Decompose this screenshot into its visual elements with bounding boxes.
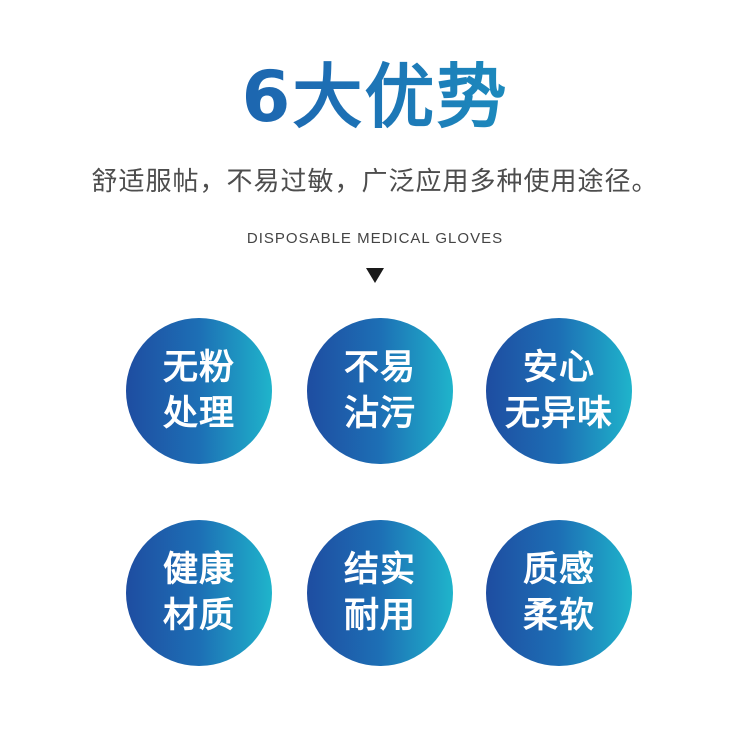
feature-circle-durable: 结实 耐用 bbox=[307, 520, 453, 666]
feature-line2: 柔软 bbox=[522, 596, 595, 636]
page-subtitle: 舒适服帖，不易过敏，广泛应用多种使用途径。 bbox=[91, 167, 659, 197]
english-label: DISPOSABLE MEDICAL GLOVES bbox=[246, 230, 504, 247]
feature-line2: 无异味 bbox=[504, 394, 613, 434]
down-triangle-icon bbox=[366, 268, 384, 283]
feature-circle-stain-resistant: 不易 沾污 bbox=[307, 318, 453, 464]
feature-line2: 材质 bbox=[162, 596, 235, 636]
feature-line1: 不易 bbox=[343, 348, 416, 388]
feature-line2: 处理 bbox=[162, 394, 235, 434]
feature-line1: 健康 bbox=[162, 550, 235, 590]
feature-line1: 无粉 bbox=[162, 348, 235, 388]
feature-circle-healthy-material: 健康 材质 bbox=[126, 520, 272, 666]
feature-line2: 沾污 bbox=[343, 394, 416, 434]
page-title: 6大优势 bbox=[0, 52, 750, 142]
feature-circle-powder-free: 无粉 处理 bbox=[126, 318, 272, 464]
feature-circle-soft-texture: 质感 柔软 bbox=[486, 520, 632, 666]
feature-circle-odorless: 安心 无异味 bbox=[486, 318, 632, 464]
feature-line1: 结实 bbox=[343, 550, 416, 590]
feature-line1: 安心 bbox=[522, 348, 595, 388]
feature-line1: 质感 bbox=[522, 550, 595, 590]
feature-line2: 耐用 bbox=[343, 596, 416, 636]
